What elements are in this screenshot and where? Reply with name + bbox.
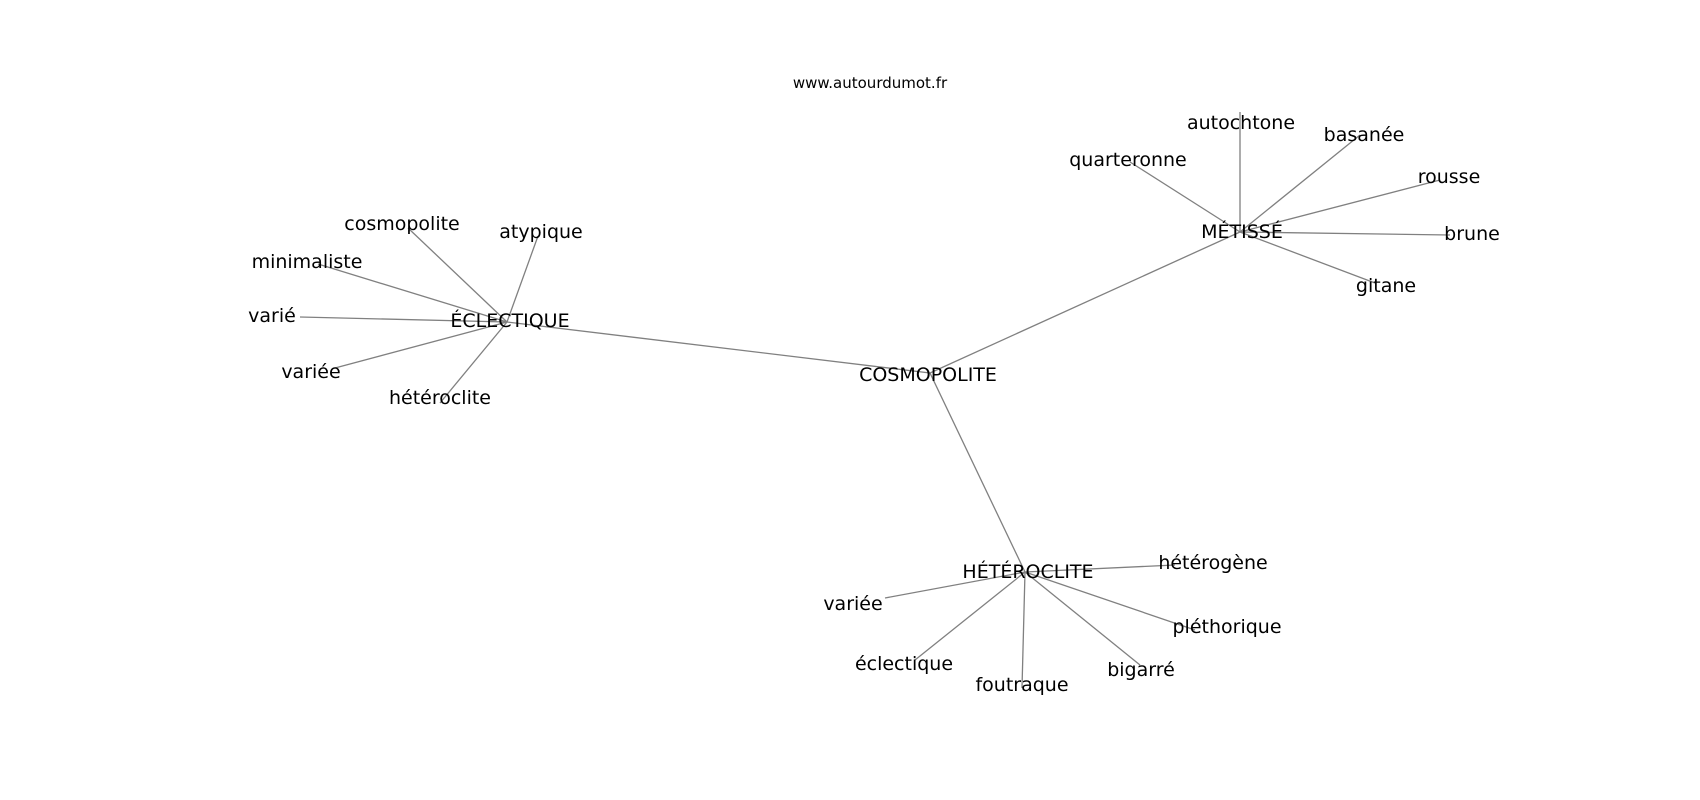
leaf-node-label: hétérogène <box>1158 552 1267 574</box>
edge-hub-to-leaf <box>317 263 508 323</box>
leaf-node-label: rousse <box>1418 166 1481 188</box>
hub-node-label: MÉTISSÉ <box>1201 220 1283 243</box>
edge-center-to-hub <box>506 321 931 374</box>
leaf-node-label: autochtone <box>1187 112 1295 134</box>
edge-hub-to-leaf <box>1239 231 1451 236</box>
leaf-node-label: brune <box>1444 223 1500 245</box>
graph-edges <box>299 112 1451 689</box>
edge-hub-to-leaf <box>1024 564 1176 573</box>
leaf-node-label: bigarré <box>1107 659 1175 681</box>
edge-hub-to-leaf <box>1024 571 1196 631</box>
source-watermark: www.autourdumot.fr <box>793 74 948 92</box>
edge-hub-to-leaf <box>884 571 1026 599</box>
leaf-node-label: pléthorique <box>1172 616 1281 638</box>
leaf-node-label: gitane <box>1356 275 1416 297</box>
leaf-node-label: varié <box>248 305 296 327</box>
leaf-node-label: minimaliste <box>252 251 363 273</box>
leaf-node-label: atypique <box>499 221 582 243</box>
edge-hub-to-leaf <box>1239 179 1441 233</box>
edge-center-to-hub <box>929 231 1241 374</box>
leaf-node-label: variée <box>823 593 882 615</box>
edge-hub-to-leaf <box>1239 134 1361 233</box>
edge-center-to-hub <box>929 372 1026 573</box>
leaf-node-label: basanée <box>1324 124 1405 146</box>
leaf-node-label: variée <box>281 361 340 383</box>
edge-hub-to-leaf <box>439 321 508 404</box>
edge-hub-to-leaf <box>334 321 508 369</box>
edge-hub-to-leaf <box>1129 161 1241 233</box>
edge-hub-to-leaf <box>506 235 539 323</box>
leaf-node-label: hétéroclite <box>389 387 491 409</box>
edge-hub-to-leaf <box>1024 571 1141 666</box>
edge-hub-to-leaf <box>1239 231 1376 284</box>
leaf-node-label: quarteronne <box>1069 149 1187 171</box>
center-node-label: COSMOPOLITE <box>859 364 997 386</box>
leaf-node-label: éclectique <box>855 653 953 675</box>
graph-labels: COSMOPOLITE ÉCLECTIQUE cosmopolite atypique… <box>248 112 1500 696</box>
edge-hub-to-leaf <box>1021 571 1026 689</box>
edge-hub-to-leaf <box>407 227 508 323</box>
leaf-node-label: foutraque <box>975 674 1068 696</box>
edge-hub-to-leaf <box>914 571 1026 661</box>
hub-node-label: HÉTÉROCLITE <box>962 560 1093 583</box>
leaf-node-label: cosmopolite <box>344 213 459 235</box>
edge-hub-to-leaf <box>299 316 508 323</box>
hub-node-label: ÉCLECTIQUE <box>450 309 569 332</box>
